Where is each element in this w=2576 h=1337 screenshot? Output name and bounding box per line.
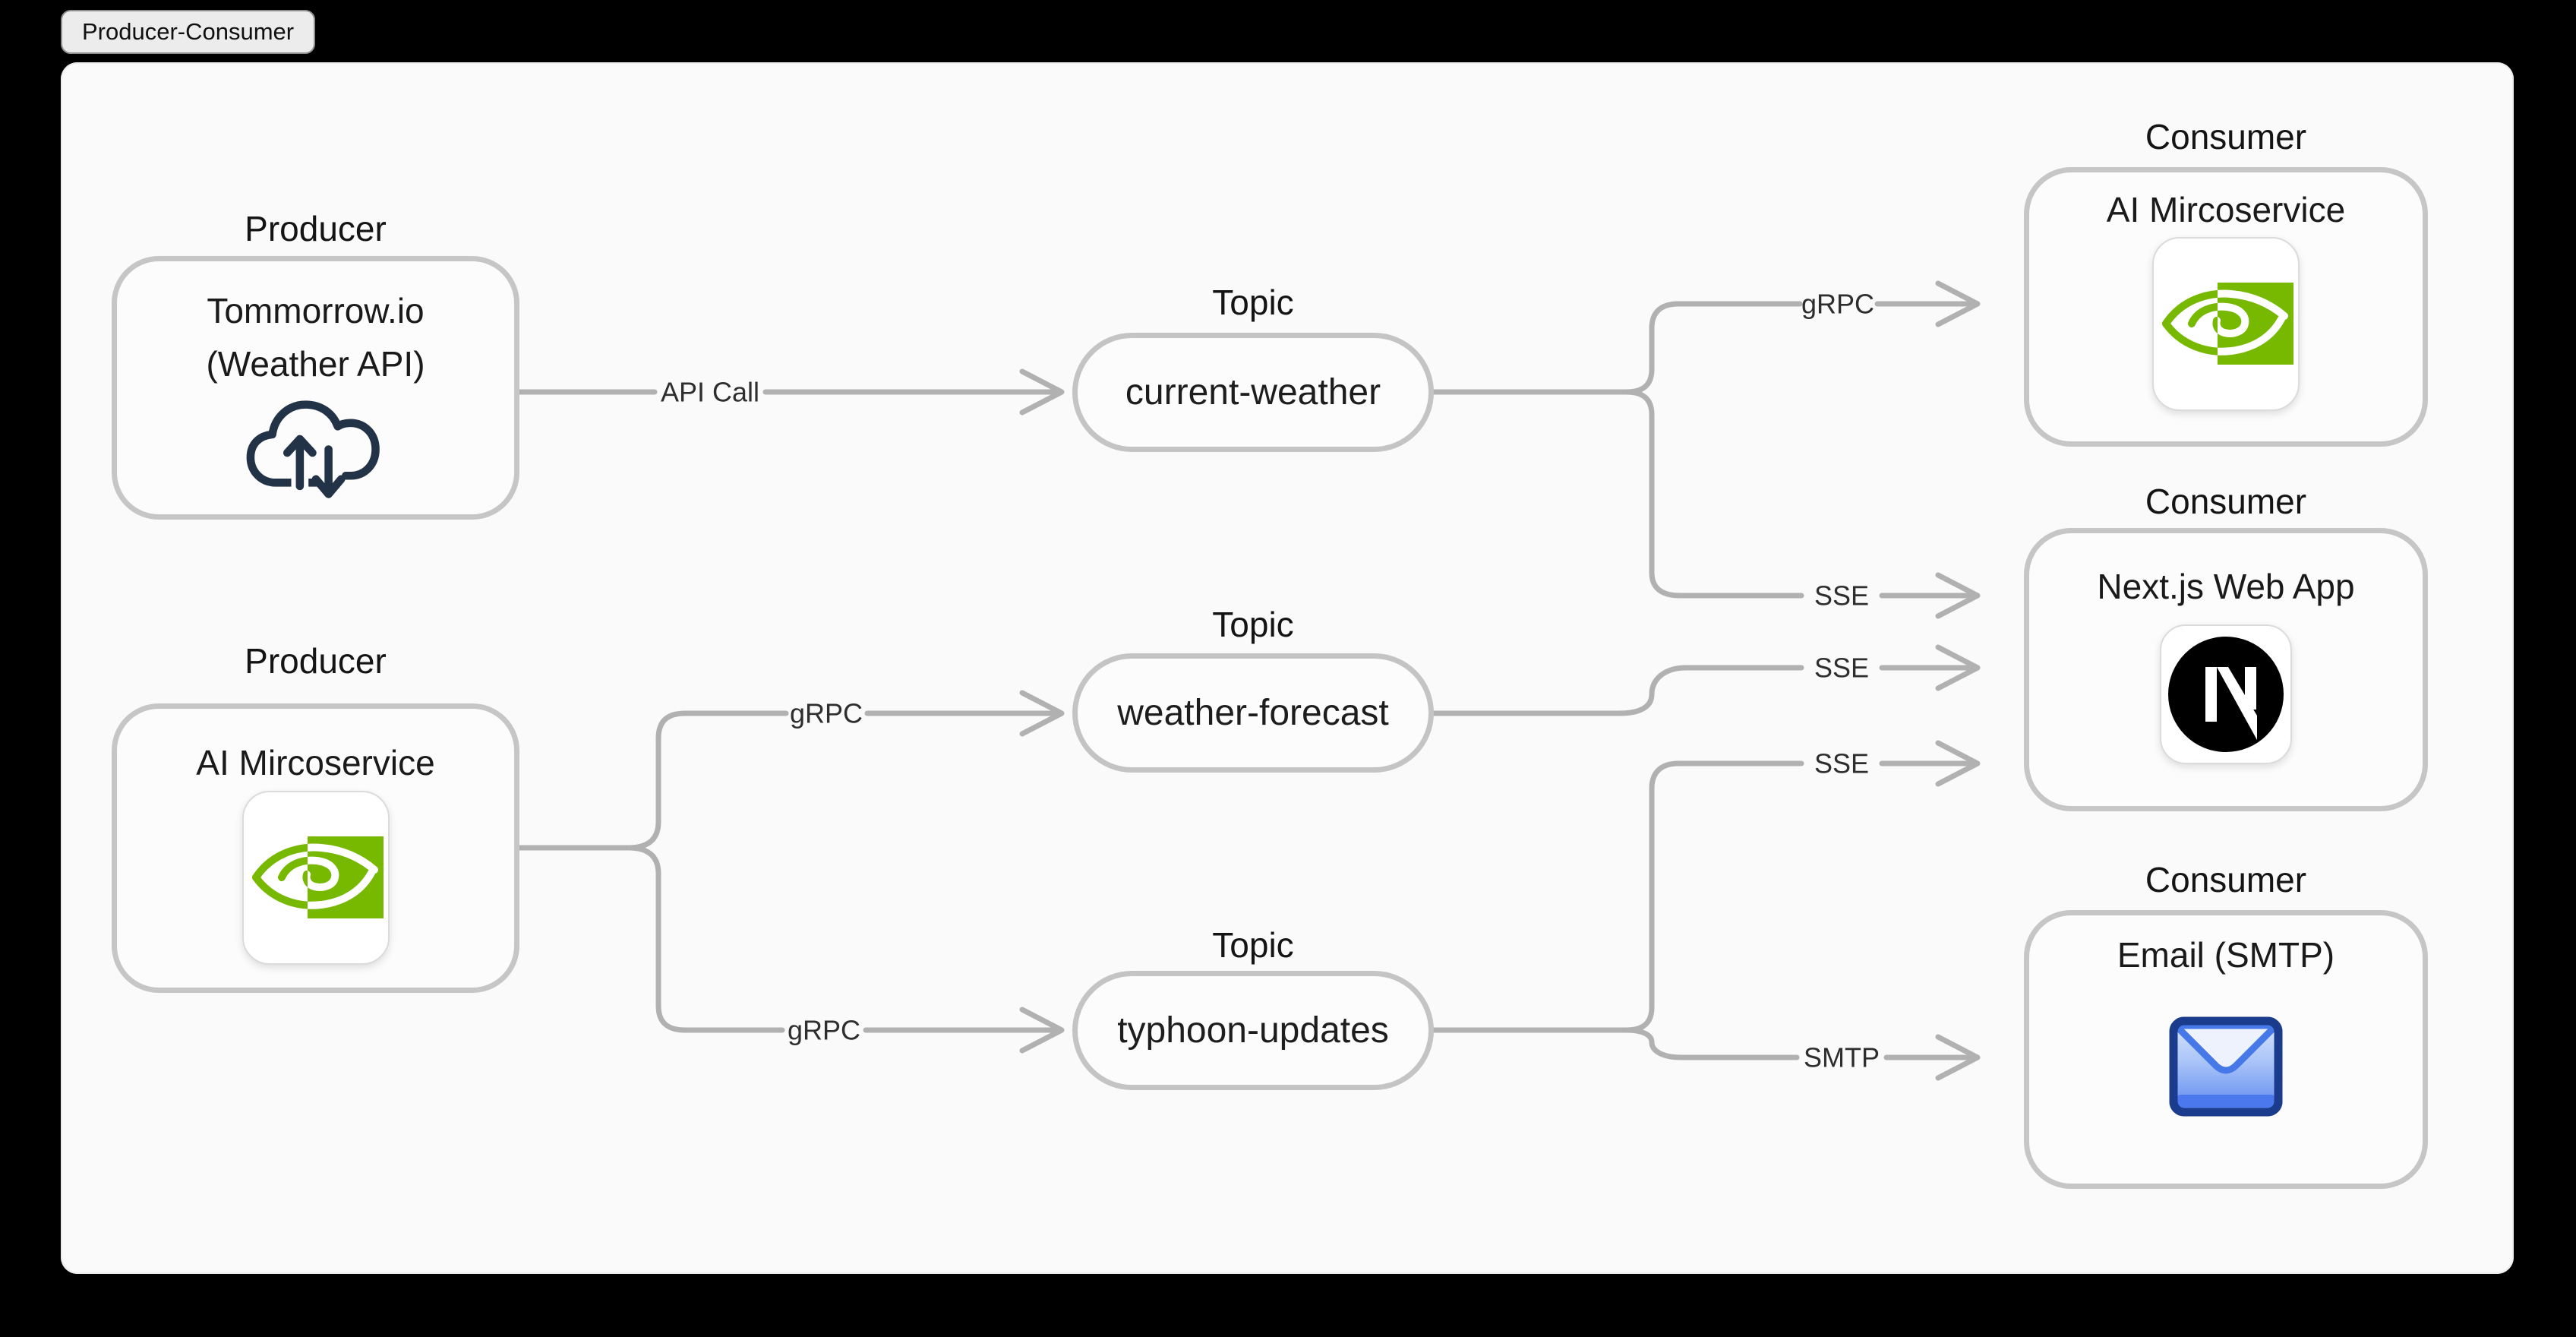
edge-topic1-consumer1: gRPC <box>1431 280 1981 395</box>
group-label-topic2: Topic <box>1212 605 1294 644</box>
topic-title: weather-forecast <box>1117 693 1389 733</box>
edge-label: gRPC <box>1801 289 1874 320</box>
edge-label: SSE <box>1814 653 1869 684</box>
node-title-line1: Tommorrow.io <box>207 291 425 330</box>
edge-label: API Call <box>661 377 759 408</box>
node-topic-current-weather[interactable]: current-weather <box>1072 333 1434 452</box>
node-title: AI Mircoservice <box>196 743 435 782</box>
node-producer-ai-microservice[interactable]: AI Mircoservice <box>112 703 519 993</box>
edge-topic1-consumer2: SSE <box>1431 389 1981 619</box>
arrowhead-icon <box>1935 280 1981 327</box>
edge-label: gRPC <box>788 1015 860 1046</box>
nvidia-icon <box>242 791 390 965</box>
group-label-consumer3: Consumer <box>2145 860 2307 899</box>
arrowhead-icon <box>1935 644 1981 691</box>
arrowhead-icon <box>1935 572 1981 619</box>
group-label-producer2: Producer <box>245 641 387 681</box>
edge-topic2-consumer2: SSE <box>1431 644 1981 716</box>
diagram-tab[interactable]: Producer-Consumer <box>61 10 316 54</box>
arrowhead-icon <box>1019 1007 1065 1054</box>
nvidia-icon <box>2152 237 2300 411</box>
arrowhead-icon <box>1019 368 1065 416</box>
node-consumer-email[interactable]: Email (SMTP) <box>2024 910 2428 1189</box>
node-topic-weather-forecast[interactable]: weather-forecast <box>1072 653 1434 773</box>
node-consumer-ai-microservice[interactable]: AI Mircoservice <box>2024 167 2428 447</box>
edge-label: SSE <box>1814 748 1869 779</box>
edges-layer: API Call gRPC gRPC gRPC <box>516 280 1981 1081</box>
node-producer-tommorrow[interactable]: Tommorrow.io (Weather API) <box>112 256 519 520</box>
topic-title: typhoon-updates <box>1117 1010 1389 1051</box>
edge-producer2-topic2: gRPC <box>516 690 1065 851</box>
topic-title: current-weather <box>1125 372 1381 412</box>
email-envelope-icon <box>2168 1016 2284 1121</box>
arrowhead-icon <box>1935 1034 1981 1081</box>
node-title: AI Mircoservice <box>2106 190 2346 229</box>
edge-label: SMTP <box>1804 1042 1880 1073</box>
node-title-line2: (Weather API) <box>206 344 425 384</box>
node-topic-typhoon-updates[interactable]: typhoon-updates <box>1072 971 1434 1090</box>
arrowhead-icon <box>1935 740 1981 787</box>
group-label-consumer1: Consumer <box>2145 117 2307 156</box>
nextjs-icon <box>2160 624 2292 764</box>
diagram-tab-label: Producer-Consumer <box>82 18 295 45</box>
node-consumer-nextjs[interactable]: Next.js Web App <box>2024 528 2428 811</box>
arrowhead-icon <box>1019 690 1065 737</box>
edge-label: gRPC <box>790 698 863 729</box>
edge-producer1-topic1: API Call <box>516 368 1065 416</box>
edge-label: SSE <box>1814 580 1869 612</box>
edge-producer2-topic3: gRPC <box>516 845 1065 1054</box>
diagram-canvas: API Call gRPC gRPC gRPC <box>61 62 2514 1274</box>
group-label-consumer2: Consumer <box>2145 482 2307 521</box>
node-title: Next.js Web App <box>2097 567 2355 606</box>
edge-topic3-consumer3: SMTP <box>1431 1027 1981 1081</box>
node-title: Email (SMTP) <box>2117 935 2335 975</box>
cloud-sync-icon <box>244 392 388 506</box>
group-label-producer1: Producer <box>245 209 387 248</box>
group-label-topic3: Topic <box>1212 925 1294 965</box>
group-label-topic1: Topic <box>1212 283 1294 322</box>
edge-topic3-consumer2: SSE <box>1431 740 1981 1033</box>
